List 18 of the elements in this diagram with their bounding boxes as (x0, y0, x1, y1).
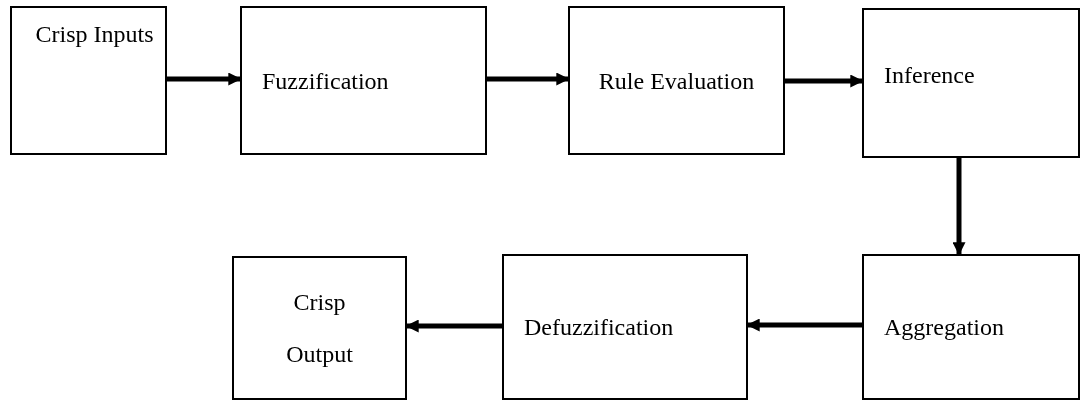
arrow (785, 74, 864, 88)
process-box (862, 254, 1080, 400)
arrow (167, 72, 242, 86)
process-box (862, 8, 1080, 158)
box-label: Defuzzification (524, 313, 674, 342)
box-label: Crisp Output (285, 288, 354, 369)
box-label: Aggregation (884, 313, 1004, 342)
arrow (952, 158, 966, 256)
process-box (568, 6, 785, 155)
process-box (240, 6, 487, 155)
process-box (232, 256, 407, 400)
process-box (502, 254, 748, 400)
box-label: Rule Evaluation (598, 66, 755, 96)
box-label: Crisp Inputs (35, 20, 154, 49)
box-label: Fuzzification (262, 66, 389, 96)
process-box (10, 6, 167, 155)
box-label: Inference (884, 61, 975, 90)
arrow (487, 72, 570, 86)
